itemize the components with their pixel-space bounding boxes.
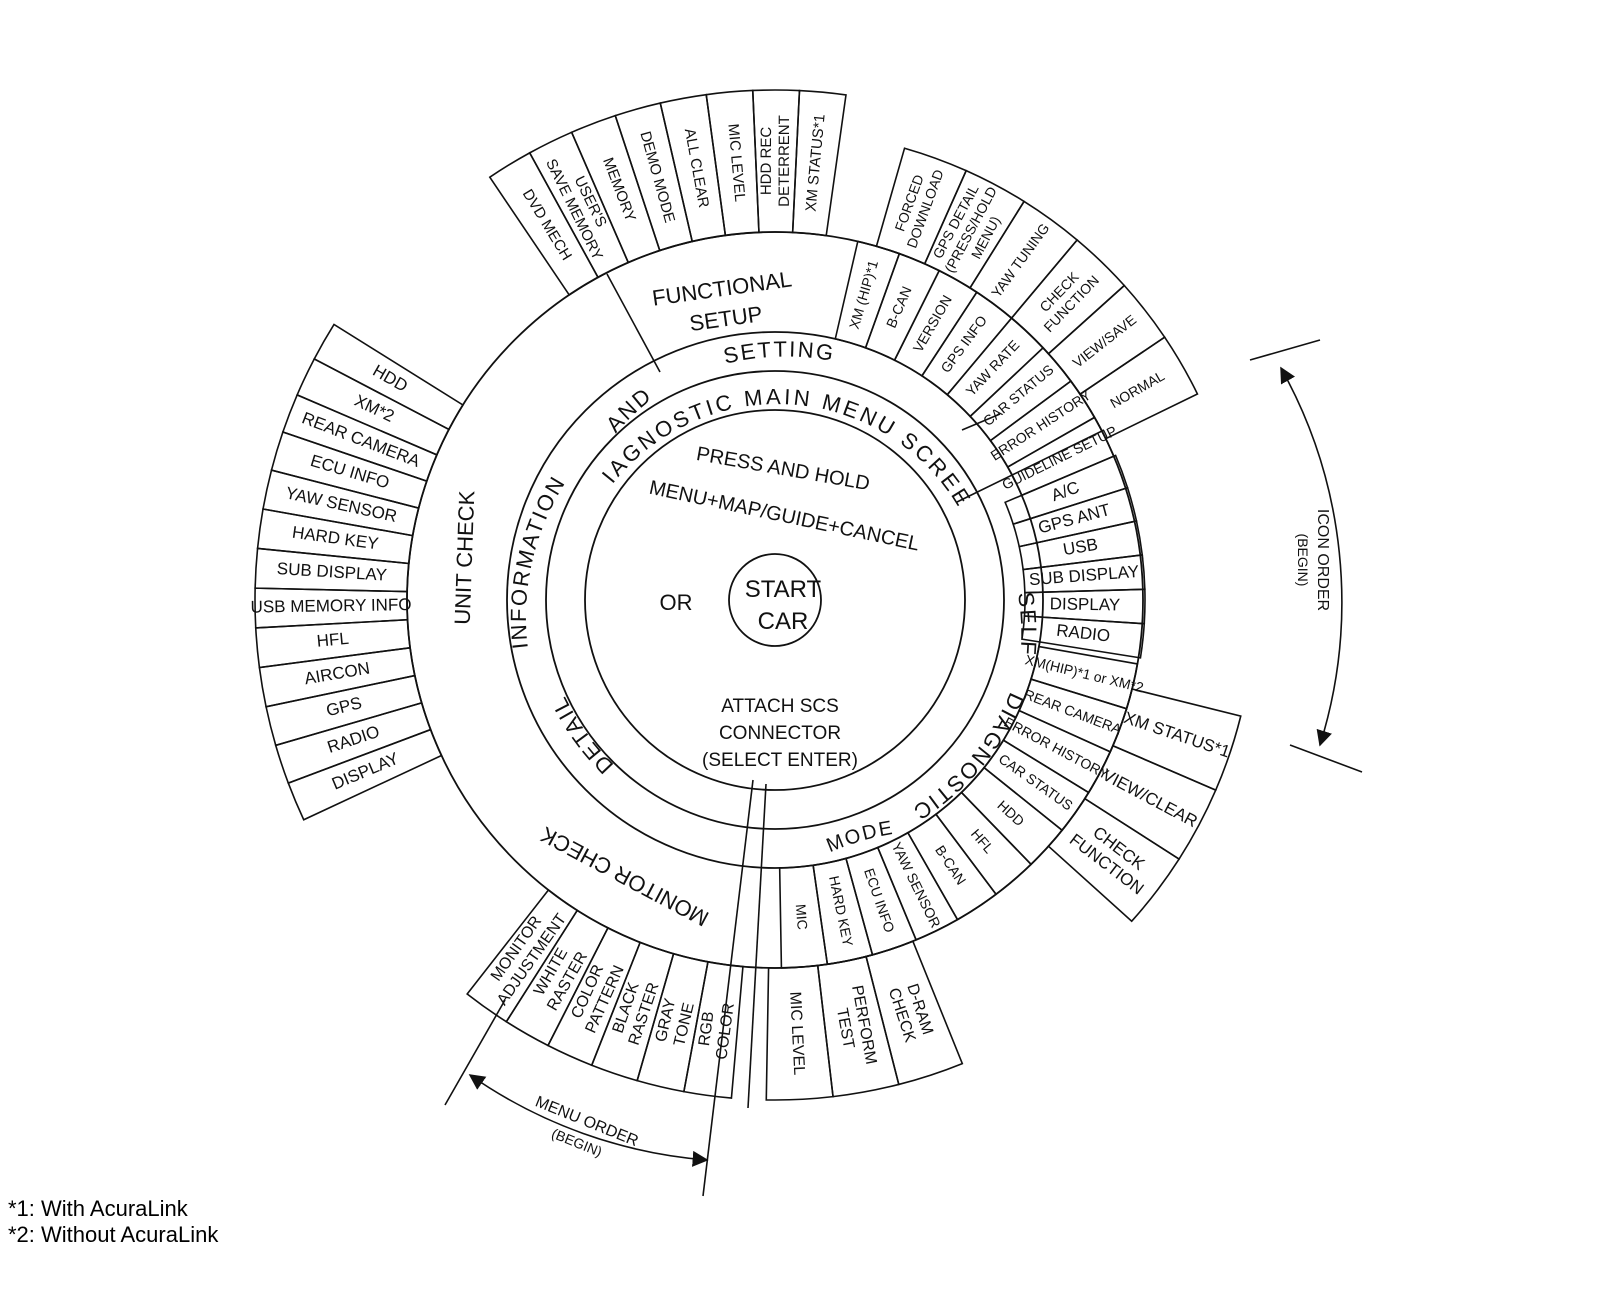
monitor-check-heading[interactable]: MONITOR CHECK <box>536 822 713 932</box>
category-information[interactable]: INFORMATION <box>506 471 571 650</box>
main-menu-ring <box>545 370 1005 830</box>
info-outer-item-5-label: NORMAL <box>1107 367 1167 411</box>
unit-check-item-2-box[interactable] <box>281 393 438 483</box>
functional-setup-item-4-label: ALL CLEAR <box>681 127 712 209</box>
functional-setup-item-5-label: MIC LEVEL <box>724 123 748 203</box>
category-setting[interactable]: SETTING <box>721 336 837 368</box>
self-diag-item-5-label: RADIO <box>1055 621 1111 646</box>
mode-outer-item-0-box[interactable] <box>765 964 834 1101</box>
mode-outer-item-0-label: MIC LEVEL <box>786 991 807 1075</box>
unit-check-item-10-box[interactable] <box>265 674 423 747</box>
inner-ring <box>584 409 966 791</box>
functional-setup-item-7-box[interactable] <box>791 89 847 237</box>
button-combo-label: MENU+MAP/GUIDE+CANCEL <box>647 477 921 556</box>
mode-outer-item-2-box[interactable] <box>865 940 964 1086</box>
self-diag-lower-item-8-label: ECU INFO <box>861 866 898 935</box>
category-mode: MODE <box>823 817 895 857</box>
or-label: OR <box>660 590 693 615</box>
self-diag-outer-item-0-label: XM STATUS*1 <box>1121 708 1232 761</box>
unit-check-item-6-label: SUB DISPLAY <box>276 559 387 585</box>
self-diag-item-5-box[interactable] <box>1021 615 1146 659</box>
unit-check-item-5-box[interactable] <box>256 508 414 565</box>
attach-scs-line2: CONNECTOR <box>719 723 841 744</box>
self-diag-outer-item-2-box[interactable] <box>1047 797 1181 923</box>
self-diag-outer-item-1-label: VIEW/CLEAR <box>1099 765 1201 831</box>
attach-scs-line3: (SELECT ENTER) <box>702 750 858 771</box>
start-car-line2[interactable]: CAR <box>758 608 809 635</box>
functional-setup-item-6-label: HDD REC <box>758 127 775 196</box>
self-diag-lower-item-9-label: HARD KEY <box>826 874 856 948</box>
unit-check-item-7-label: USB MEMORY INFO <box>250 595 411 616</box>
unit-check-item-10-label: GPS <box>324 693 363 720</box>
unit-check-item-3-label: ECU INFO <box>308 451 391 492</box>
self-diag-item-1-label: GPS ANT <box>1036 500 1112 537</box>
division-lines <box>606 273 1105 1197</box>
self-diag-lower-item-10-label: MIC <box>793 903 811 930</box>
unit-check-item-9-box[interactable] <box>258 646 416 708</box>
start-car-line1[interactable]: START <box>745 576 822 603</box>
unit-check-item-8-label: HFL <box>316 629 350 651</box>
unit-check-item-3-box[interactable] <box>270 431 428 510</box>
category-detail[interactable]: DETAIL <box>546 692 618 779</box>
unit-check-item-4-box[interactable] <box>262 469 420 537</box>
info-item-2-label: VERSION <box>910 292 955 355</box>
monitor-item-2-box[interactable] <box>546 926 642 1067</box>
functional-setup-line2[interactable]: SETUP <box>688 301 764 336</box>
info-outer-item-2-label: YAW TUNING <box>988 220 1052 300</box>
unit-check-item-9-label: AIRCON <box>303 659 371 689</box>
main-menu-arc-label: DIAGNOSTIC MAIN MENU SCREEN <box>0 0 977 512</box>
functional-setup-line1[interactable]: FUNCTIONAL <box>651 266 794 310</box>
monitor-item-5-label: COLOR <box>713 1002 738 1061</box>
center-ring <box>728 553 822 647</box>
functional-setup-item-7-label: XM STATUS*1 <box>803 113 829 212</box>
category-ring <box>506 331 1044 869</box>
category-self[interactable]: SELF <box>1013 591 1041 658</box>
unit-check-item-8-box[interactable] <box>254 618 412 669</box>
monitor-item-5-label: RGB <box>696 1010 718 1047</box>
unit-check-item-12-label: DISPLAY <box>329 749 401 794</box>
mode-outer-item-1-box[interactable] <box>816 955 900 1098</box>
self-diag-lower-item-5-label: HFL <box>968 826 997 857</box>
functional-setup-item-6-label: DETERRENT <box>776 115 793 207</box>
attach-scs-line1: ATTACH SCS <box>721 696 839 717</box>
footnote-2: *2: Without AcuraLink <box>8 1222 219 1247</box>
unit-check-item-7-box[interactable] <box>254 587 409 629</box>
self-diag-item-4-label: DISPLAY <box>1050 594 1121 614</box>
unit-check-item-1-box[interactable] <box>296 357 451 456</box>
self-diag-lower-item-0-label: XM(HIP)*1 or XM*2 <box>1024 651 1146 695</box>
icon-order-arrow <box>1280 366 1343 747</box>
press-hold-label: PRESS AND HOLD <box>695 443 872 495</box>
unit-check-heading[interactable]: UNIT CHECK <box>450 490 480 625</box>
self-diag-item-2-label: USB <box>1062 535 1100 560</box>
unit-check-item-11-box[interactable] <box>274 701 432 785</box>
self-diag-lower-item-6-label: B-CAN <box>932 842 969 887</box>
monitor-item-0-box[interactable] <box>466 888 579 1023</box>
self-diag-lower-item-4-label: HDD <box>994 797 1027 829</box>
menu-order-arrow <box>468 1074 709 1167</box>
monitor-item-1-box[interactable] <box>505 909 610 1047</box>
unit-check-item-0-box[interactable] <box>313 323 465 431</box>
info-outer-item-5-box[interactable] <box>1078 336 1199 440</box>
self-diag-item-3-label: SUB DISPLAY <box>1028 562 1139 589</box>
icon-order-line1: ICON ORDER <box>1314 509 1331 611</box>
unit-check-item-12-box[interactable] <box>287 728 443 821</box>
footnotes: *1: With AcuraLink *2: Without AcuraLink <box>8 1196 218 1248</box>
info-item-1-label: B-CAN <box>883 284 915 330</box>
icon-order-line2: (BEGIN) <box>1295 534 1311 587</box>
unit-check-item-6-box[interactable] <box>254 547 410 593</box>
footnote-1: *1: With AcuraLink <box>8 1196 188 1221</box>
functional-setup-item-3-label: DEMO MODE <box>636 129 678 224</box>
